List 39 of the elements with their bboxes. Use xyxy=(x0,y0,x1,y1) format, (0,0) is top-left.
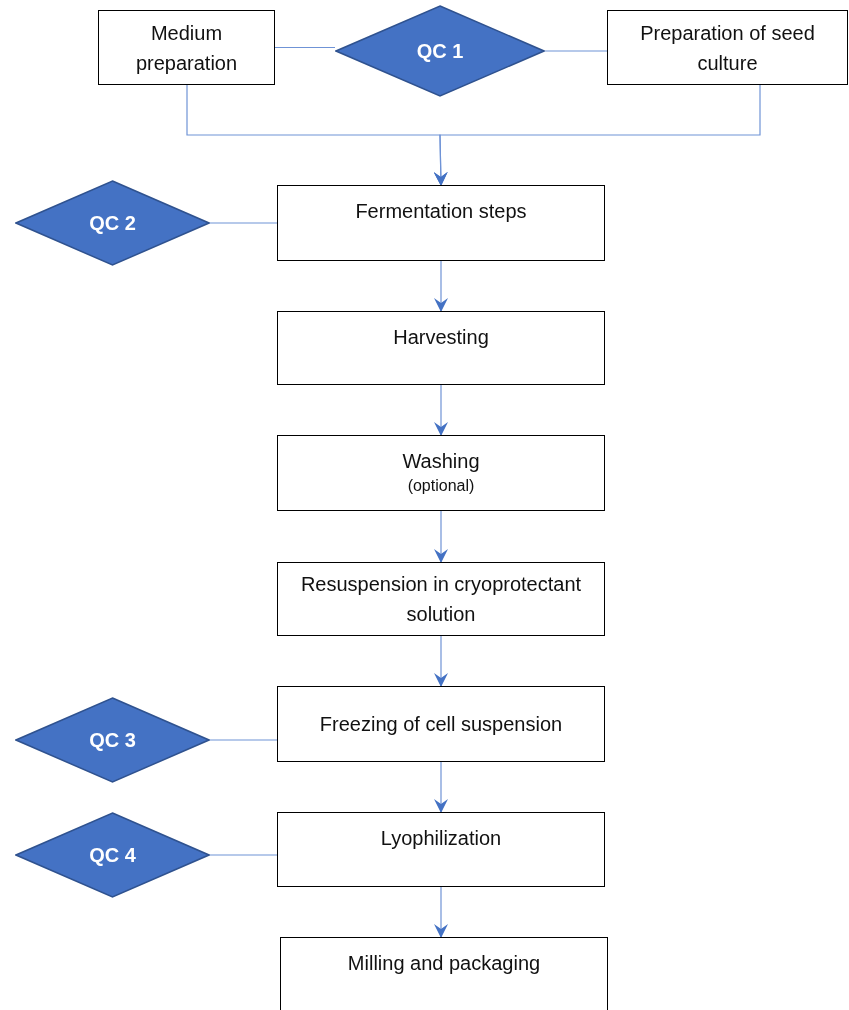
connector-line xyxy=(544,50,608,52)
step-label: Freezing of cell suspension xyxy=(319,712,563,737)
process-box xyxy=(277,311,605,385)
qc-diamond xyxy=(15,812,210,898)
process-box xyxy=(277,812,605,887)
arrow xyxy=(434,761,448,813)
arrow xyxy=(434,384,448,436)
step-label: Preparation of seed culture xyxy=(639,20,816,76)
step-label: Resuspension in cryoprotectant solution xyxy=(299,572,583,627)
process-box xyxy=(277,686,605,762)
process-box xyxy=(277,562,605,636)
arrow xyxy=(434,635,448,687)
arrow xyxy=(433,84,761,186)
qc-diamond xyxy=(15,697,210,783)
qc-label: QC 1 xyxy=(416,39,464,63)
process-box xyxy=(277,435,605,511)
arrow xyxy=(434,886,448,938)
qc-label: QC 3 xyxy=(89,728,136,752)
process-box xyxy=(98,10,275,85)
qc-label: QC 2 xyxy=(89,211,136,235)
process-box xyxy=(607,10,848,85)
step-label: Washing xyxy=(402,449,480,474)
step-label: Milling and packaging xyxy=(347,951,541,976)
connector-line xyxy=(274,46,336,49)
qc-diamond xyxy=(15,180,210,266)
arrow xyxy=(434,510,448,563)
step-label: Medium preparation xyxy=(134,20,239,76)
step-label: Lyophilization xyxy=(380,826,502,851)
qc-diamond xyxy=(335,5,545,97)
step-label: Harvesting xyxy=(393,325,489,350)
connector-line xyxy=(209,222,278,224)
step-label: Fermentation steps xyxy=(355,199,527,224)
qc-label: QC 4 xyxy=(89,843,136,867)
connector-line xyxy=(209,854,278,856)
arrow xyxy=(434,260,448,312)
connector-line xyxy=(209,739,278,741)
process-box xyxy=(277,185,605,261)
step-note: (optional) xyxy=(407,476,475,496)
process-box xyxy=(280,937,608,1010)
